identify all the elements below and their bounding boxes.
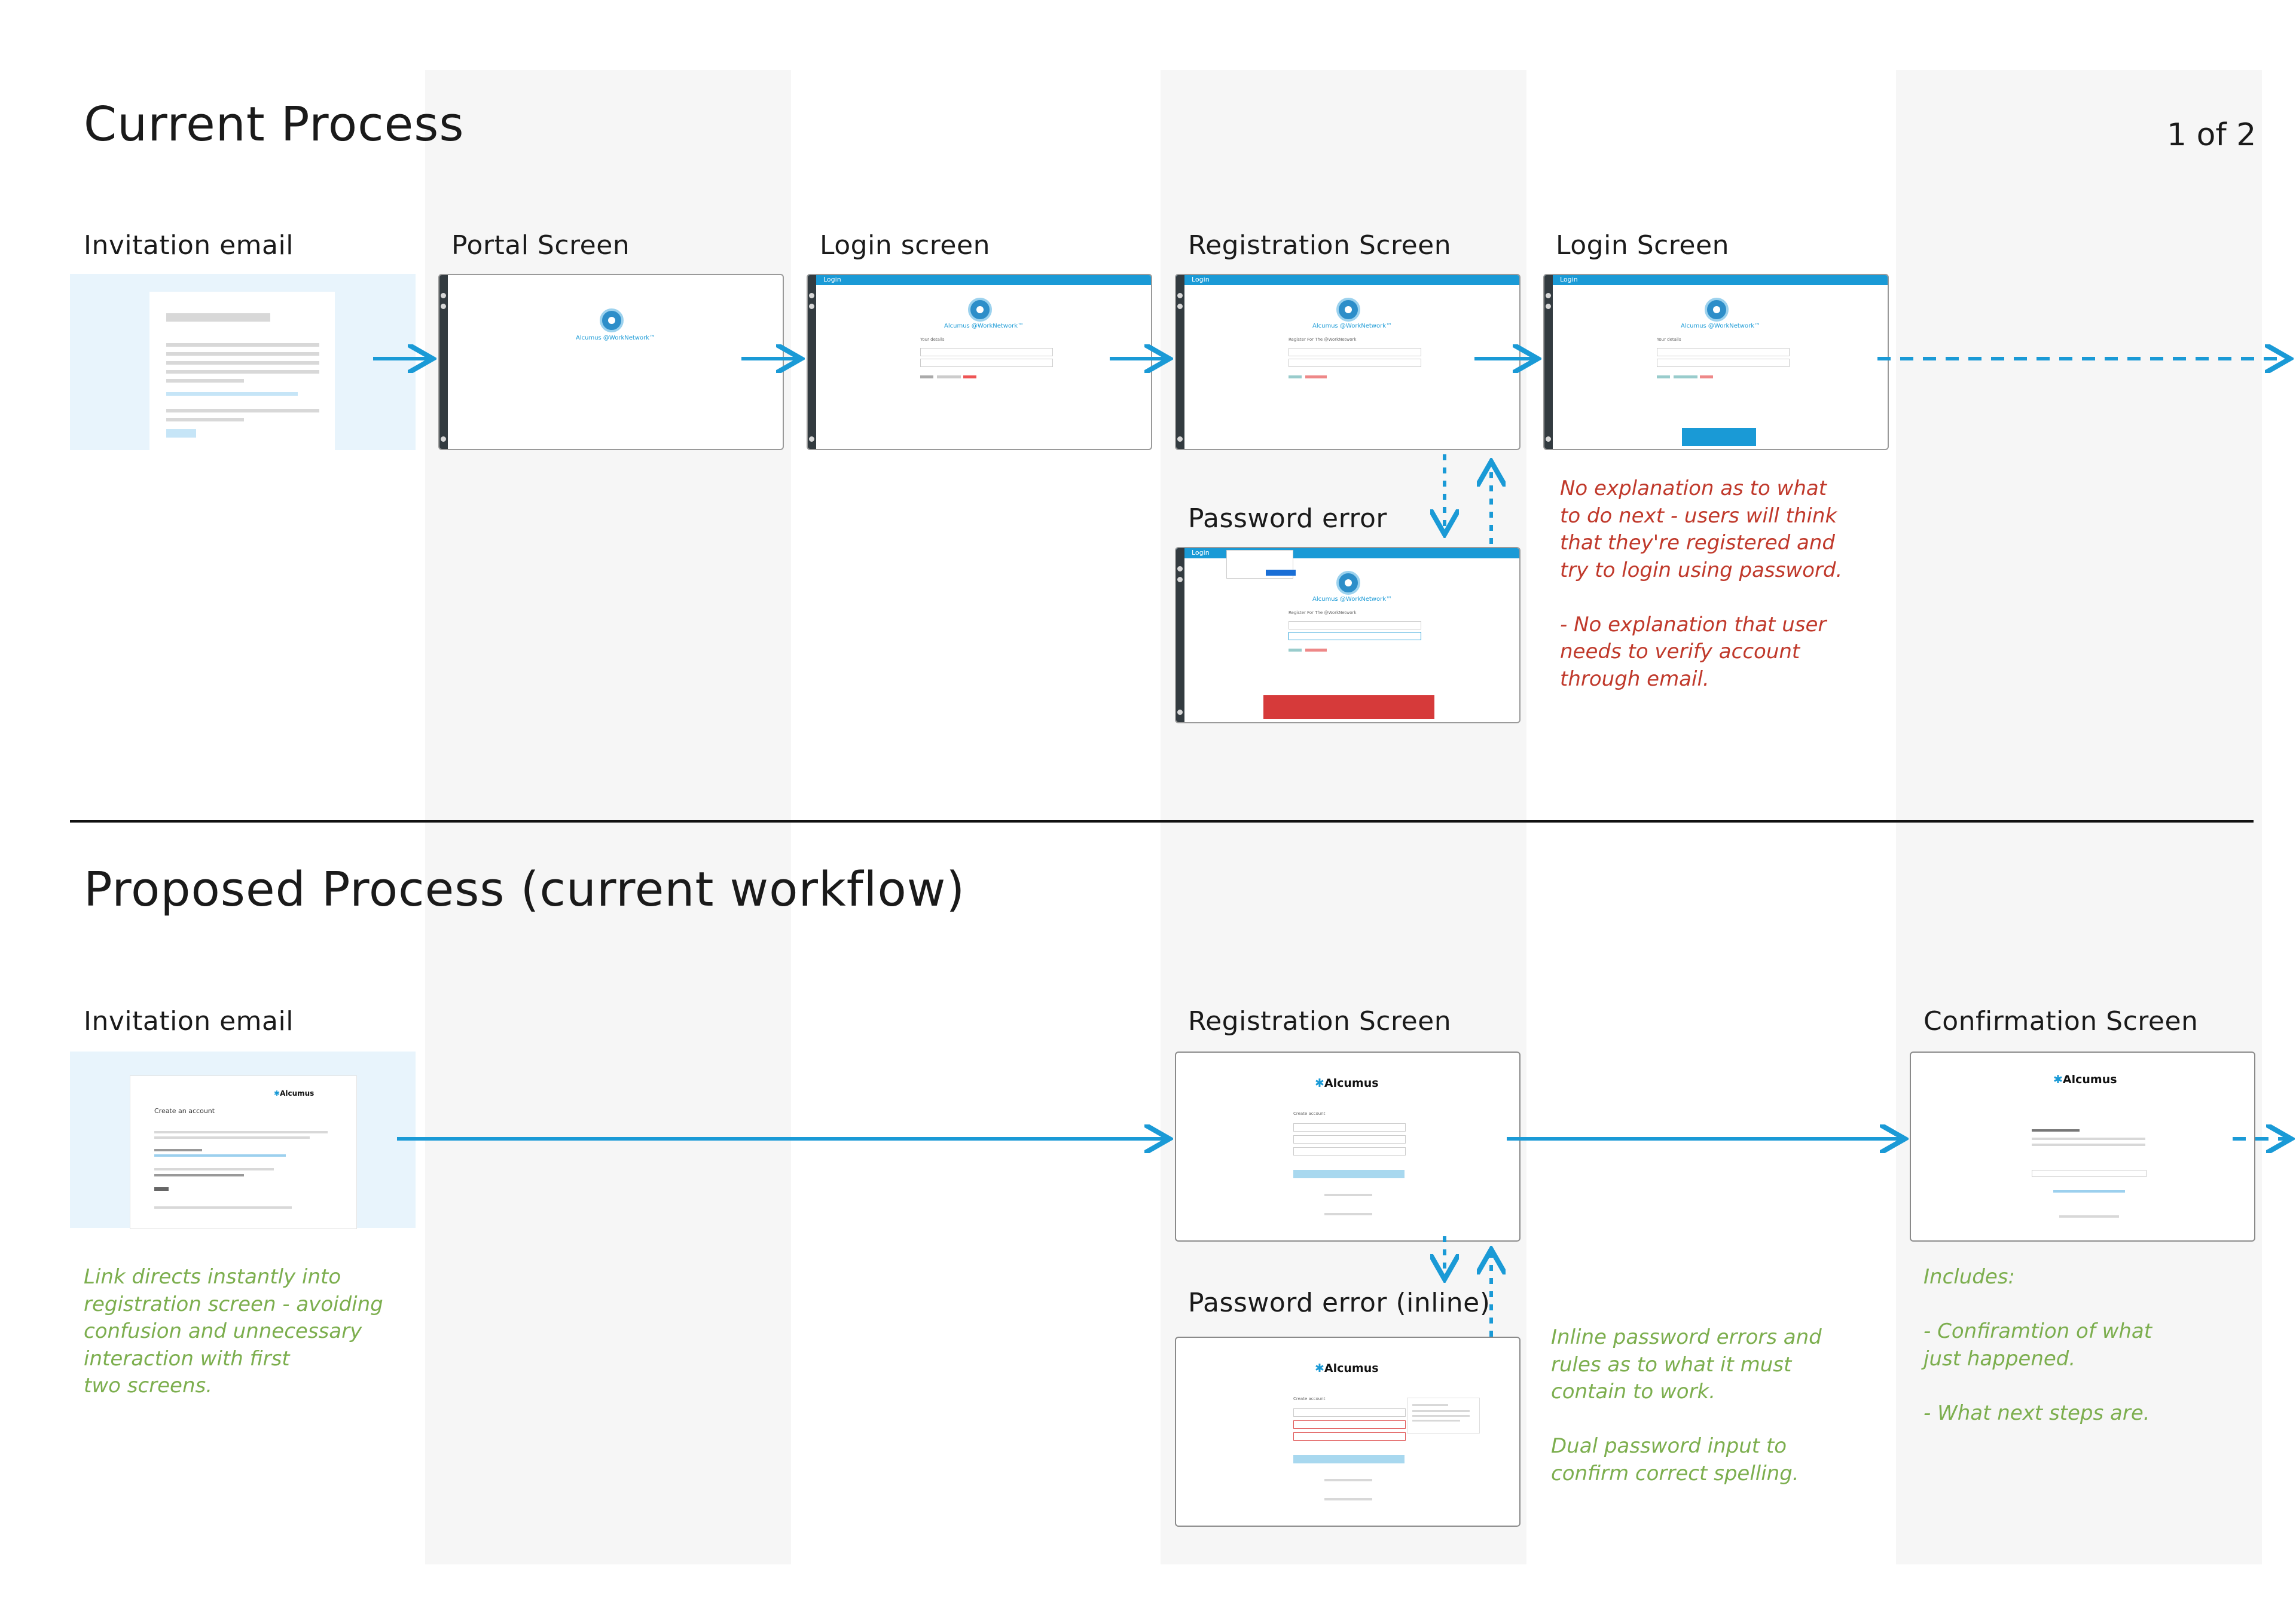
email-paper <box>149 292 335 450</box>
login-emblem-icon <box>968 298 992 322</box>
password-error-heading: Register For The @WorkNetwork <box>1289 610 1357 615</box>
proposed-step-label-confirmation-screen: Confirmation Screen <box>1923 1006 2199 1037</box>
password-error-emblem-icon <box>1336 571 1360 595</box>
login2-tab-label: Login <box>1560 276 1578 283</box>
login2-emblem-icon <box>1705 298 1729 322</box>
password-error-brand: Alcumus @WorkNetwork™ <box>1312 596 1392 603</box>
proposed-registration-screen-thumbnail: ✱Alcumus Create account <box>1175 1052 1521 1242</box>
password-rules-tooltip <box>1407 1398 1480 1434</box>
login-your-details: Your details <box>920 337 945 342</box>
login-screen-2-thumbnail: Login Alcumus @WorkNetwork™ Your details <box>1543 274 1889 450</box>
proposed-step-label-registration-screen: Registration Screen <box>1188 1006 1452 1037</box>
password-error-banner <box>1263 695 1434 719</box>
proposed-password-error-logo: ✱Alcumus <box>1315 1362 1379 1375</box>
login2-your-details: Your details <box>1657 337 1681 342</box>
login-screen-thumbnail: Login Alcumus @WorkNetwork™ Your details <box>807 274 1152 450</box>
proposed-password-note: Inline password errors and rules as to w… <box>1551 1325 1822 1486</box>
page-number: 1 of 2 <box>2167 117 2257 153</box>
proposed-registration-heading: Create account <box>1293 1111 1326 1116</box>
confirmation-card: ✱Alcumus <box>2014 1062 2163 1231</box>
proposed-password-error-card: ✱Alcumus Create account <box>1279 1351 1419 1515</box>
login2-toast <box>1682 428 1756 446</box>
proposed-password-error-heading: Create account <box>1293 1396 1326 1401</box>
section-divider <box>70 820 2254 823</box>
current-process-note: No explanation as to what to do next - u… <box>1560 476 1843 691</box>
proposed-email-logo: ✱Alcumus <box>274 1089 315 1098</box>
step-label-login-screen: Login screen <box>820 230 990 261</box>
registration-heading: Register For The @WorkNetwork <box>1289 337 1357 342</box>
registration-brand: Alcumus @WorkNetwork™ <box>1312 323 1392 329</box>
proposed-step-label-password-error-inline: Password error (inline) <box>1188 1288 1491 1318</box>
proposed-email-paper: ✱Alcumus Create an account <box>130 1075 357 1229</box>
step-label-registration-screen: Registration Screen <box>1188 230 1452 261</box>
login2-brand: Alcumus @WorkNetwork™ <box>1681 323 1760 329</box>
proposed-email-note: Link directs instantly into registration… <box>84 1265 383 1398</box>
step-label-invitation-email: Invitation email <box>84 230 294 261</box>
registration-screen-thumbnail: Login Alcumus @WorkNetwork™ Register For… <box>1175 274 1521 450</box>
registration-tab-label: Login <box>1192 276 1210 283</box>
invitation-email-thumbnail <box>70 274 416 450</box>
proposed-confirmation-note: Includes: - Confiramtion of what just ha… <box>1923 1265 2152 1425</box>
confirmation-screen-thumbnail: ✱Alcumus <box>1910 1052 2255 1242</box>
proposed-registration-card: ✱Alcumus Create account <box>1279 1066 1419 1230</box>
proposed-process-title: Proposed Process (current workflow) <box>84 862 966 917</box>
current-process-title: Current Process <box>84 97 465 152</box>
login-tab-label: Login <box>823 276 841 283</box>
password-error-tab-label: Login <box>1192 549 1210 557</box>
proposed-password-error-thumbnail: ✱Alcumus Create account <box>1175 1337 1521 1527</box>
login-brand: Alcumus @WorkNetwork™ <box>944 323 1024 329</box>
portal-brand: Alcumus @WorkNetwork™ <box>576 335 655 341</box>
step-label-portal-screen: Portal Screen <box>451 230 630 261</box>
column-band <box>1896 70 2262 1564</box>
registration-emblem-icon <box>1336 298 1360 322</box>
proposed-registration-logo: ✱Alcumus <box>1315 1077 1379 1090</box>
proposed-step-label-invitation-email: Invitation email <box>84 1006 294 1037</box>
proposed-email-create-account: Create an account <box>154 1107 215 1115</box>
portal-emblem-icon <box>600 308 624 332</box>
password-error-thumbnail: Login Alcumus @WorkNetwork™ Register For… <box>1175 547 1521 723</box>
proposed-invitation-email-thumbnail: ✱Alcumus Create an account <box>70 1052 416 1229</box>
portal-screen-thumbnail: Alcumus @WorkNetwork™ <box>438 274 784 450</box>
step-label-password-error: Password error <box>1188 503 1388 534</box>
confirmation-logo: ✱Alcumus <box>2053 1073 2117 1086</box>
step-label-login-screen-2: Login Screen <box>1556 230 1729 261</box>
